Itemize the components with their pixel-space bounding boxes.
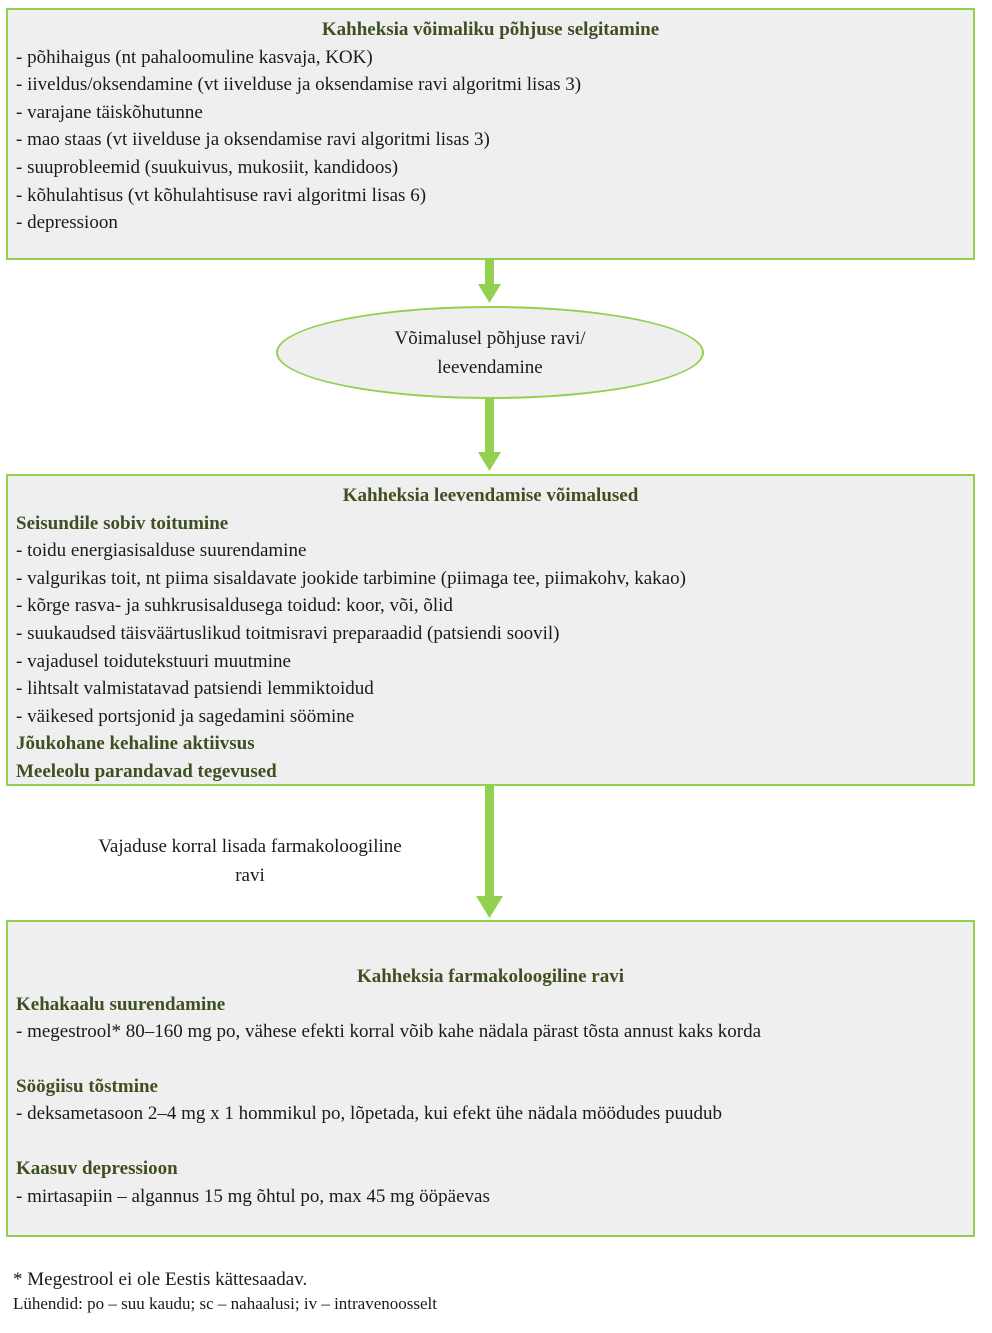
nutrition-item: - vajadusel toidutekstuuri muutmine: [16, 650, 291, 672]
causes-title: Kahheksia võimaliku põhjuse selgitamine: [321, 19, 660, 40]
megestrol-item: - megestrool* 80–160 mg po, vähese efekt…: [16, 1021, 762, 1043]
ellipse-line-2: leevendamine: [437, 356, 543, 378]
nutrition-item: - väikesed portsjonid ja sagedamini sööm…: [16, 705, 355, 727]
nutrition-item: - lihtsalt valmistatavad patsiendi lemmi…: [16, 678, 374, 700]
footnotes: * Megestrool ei ole Eestis kättesaadav. …: [13, 1268, 437, 1316]
weight-gain-heading: Kehakaalu suurendamine: [16, 993, 226, 1015]
nutrition-item: - valgurikas toit, nt piima sisaldavate …: [16, 567, 686, 589]
cause-item: - mao staas (vt iivelduse ja oksendamise…: [16, 129, 490, 151]
cause-item: - iiveldus/oksendamine (vt iivelduse ja …: [16, 74, 582, 96]
arrow-head-2: [478, 452, 501, 471]
pharma-title: Kahheksia farmakoloogiline ravi: [356, 966, 625, 987]
footnote-megestrol: * Megestrool ei ole Eestis kättesaadav.: [13, 1269, 308, 1290]
footnote-abbreviations: Lühendid: po – suu kaudu; sc – nahaalusi…: [13, 1294, 437, 1313]
nutrition-heading: Seisundile sobiv toitumine: [16, 512, 229, 534]
causes-box: Kahheksia võimaliku põhjuse selgitamine …: [6, 8, 975, 260]
nutrition-item: - toidu energiasisalduse suurendamine: [16, 540, 307, 562]
treat-cause-ellipse: Võimalusel põhjuse ravi/ leevendamine: [276, 306, 704, 399]
pharmacological-note: Vajaduse korral lisada farmakoloogiline …: [50, 832, 450, 890]
side-note-line-1: Vajaduse korral lisada farmakoloogiline: [98, 836, 402, 857]
arrow-shaft-1: [485, 259, 494, 288]
mirtazapine-item: - mirtasapiin – algannus 15 mg õhtul po,…: [16, 1185, 490, 1207]
dexamethasone-item: - deksametasoon 2–4 mg x 1 hommikul po, …: [16, 1103, 723, 1125]
activity-heading: Jõukohane kehaline aktiivsus: [16, 733, 255, 755]
cause-item: - suuprobleemid (suukuivus, mukosiit, ka…: [16, 156, 399, 178]
nutrition-item: - suukaudsed täisväärtuslikud toitmisrav…: [16, 622, 560, 644]
depression-heading: Kaasuv depressioon: [16, 1157, 178, 1179]
pharmacological-box: Kahheksia farmakoloogiline ravi Kehakaal…: [6, 920, 975, 1237]
cause-item: - depressioon: [16, 212, 118, 234]
cause-item: - kõhulahtisus (vt kõhulahtisuse ravi al…: [16, 184, 427, 206]
ellipse-line-1: Võimalusel põhjuse ravi/: [394, 327, 586, 349]
arrow-head-3: [476, 896, 503, 918]
relief-options-box: Kahheksia leevendamise võimalused Seisun…: [6, 474, 975, 786]
arrow-shaft-2: [485, 399, 494, 456]
appetite-heading: Söögiisu tõstmine: [16, 1075, 158, 1097]
side-note-line-2: ravi: [235, 865, 265, 886]
arrow-head-1: [478, 284, 501, 303]
cause-item: - põhihaigus (nt pahaloomuline kasvaja, …: [16, 46, 373, 68]
relief-title: Kahheksia leevendamise võimalused: [342, 485, 639, 506]
mood-heading: Meeleolu parandavad tegevused: [16, 760, 277, 782]
nutrition-item: - kõrge rasva- ja suhkrusisaldusega toid…: [16, 595, 453, 617]
arrow-shaft-3: [485, 782, 494, 900]
cause-item: - varajane täiskõhutunne: [16, 101, 203, 123]
